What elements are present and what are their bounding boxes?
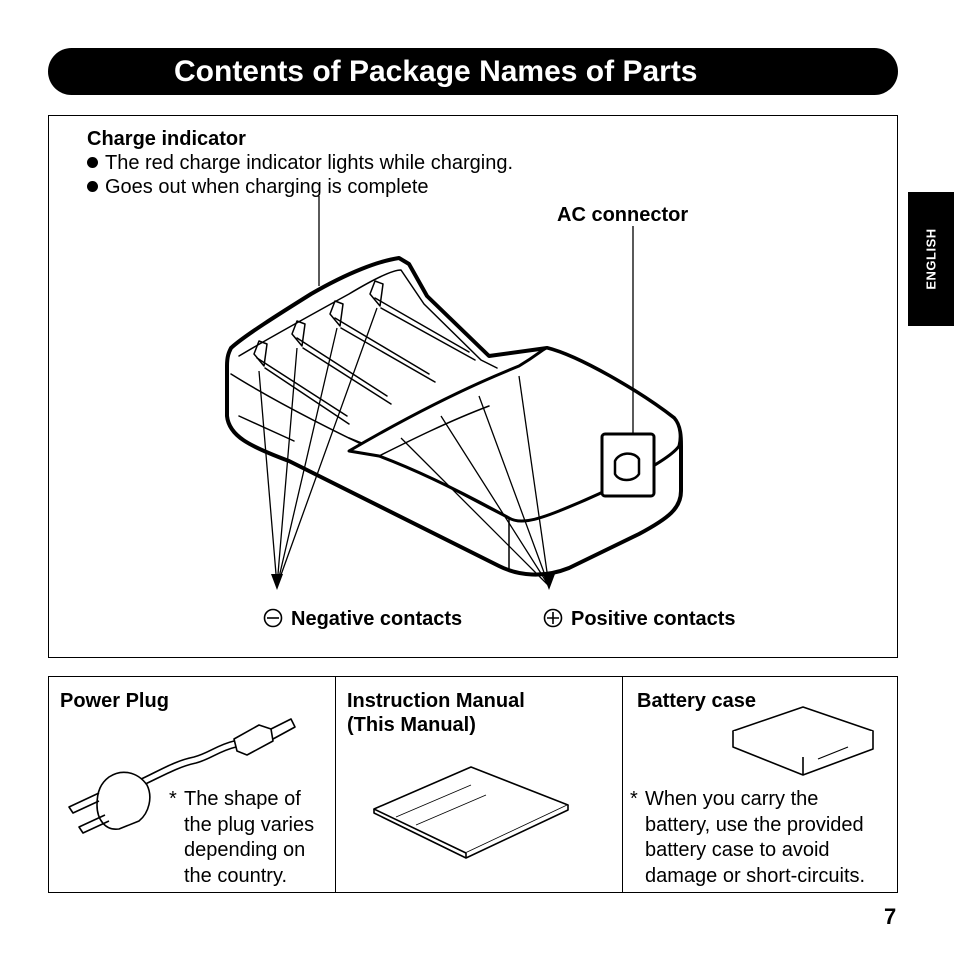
positive-contacts-label: Positive contacts	[543, 608, 736, 631]
charger-diagram-panel: Charge indicator The red charge indicato…	[48, 115, 898, 658]
power-plug-note-line: the plug varies	[184, 813, 315, 836]
charger-illustration	[225, 196, 683, 590]
charge-indicator-bullet-text: The red charge indicator lights while ch…	[105, 152, 513, 174]
language-tab: ENGLISH	[908, 192, 954, 326]
page-number: 7	[884, 904, 897, 929]
negative-terminal-1	[253, 340, 268, 367]
power-plug-note: * The shape of the plug varies depending…	[169, 787, 315, 889]
minus-circle-icon	[263, 608, 283, 628]
bullet-dot	[87, 157, 98, 168]
ac-connector-label: AC connector	[557, 204, 689, 226]
negative-contacts-label: Negative contacts	[263, 608, 462, 631]
negative-terminal-2	[291, 320, 306, 347]
instruction-manual-cell: Instruction Manual (This Manual)	[335, 677, 622, 892]
note-asterisk: *	[630, 788, 638, 810]
battery-case-illustration	[732, 706, 874, 776]
ac-connector-socket	[600, 432, 656, 498]
battery-slot-2	[296, 337, 392, 405]
battery-case-title: Battery case	[637, 690, 756, 712]
charge-indicator-bullet-text: Goes out when charging is complete	[105, 176, 429, 198]
power-plug-note-line: the country.	[184, 864, 288, 887]
manual-booklet-illustration	[373, 766, 569, 859]
charge-indicator-bullet: Goes out when charging is complete	[87, 176, 429, 199]
negative-terminal-4	[369, 280, 384, 307]
battery-slot-3	[334, 317, 436, 383]
power-plug-illustration	[68, 718, 296, 834]
negative-terminal-3	[329, 300, 344, 327]
instruction-manual-title-line: (This Manual)	[347, 714, 476, 736]
bullet-dot	[87, 181, 98, 192]
charger-inner-rim	[238, 269, 498, 369]
battery-slot-4	[374, 297, 476, 361]
power-plug-note-line: depending on	[184, 839, 306, 861]
plug-cable	[136, 740, 235, 782]
power-plug-note-line: The shape of	[184, 788, 301, 810]
power-plug-cell: Power Plug * The shape of the plug varie…	[49, 677, 335, 892]
page-title: Contents of Package Names of Parts	[48, 48, 898, 95]
positive-contacts-text: Positive contacts	[571, 608, 736, 630]
battery-case-cell: Battery case * When you carry the batter…	[622, 677, 897, 892]
battery-case-note: * When you carry the battery, use the pr…	[630, 787, 866, 889]
positive-contacts-leader	[400, 375, 550, 587]
charge-indicator-heading: Charge indicator	[87, 128, 246, 150]
battery-case-note-line: battery, use the provided	[645, 813, 864, 836]
language-tab-label: ENGLISH	[923, 228, 939, 290]
plug-connector-end	[233, 724, 274, 756]
negative-contacts-text: Negative contacts	[291, 608, 463, 630]
plus-circle-icon	[543, 608, 563, 628]
instruction-manual-title: Instruction Manual (This Manual)	[347, 689, 525, 737]
power-plug-title: Power Plug	[60, 690, 169, 712]
plug-head	[96, 771, 151, 830]
battery-case-note-line: When you carry the	[645, 788, 819, 810]
accessories-table: Power Plug * The shape of the plug varie…	[48, 676, 898, 893]
battery-case-note-line: damage or short-circuits.	[645, 864, 866, 887]
instruction-manual-title-line: Instruction Manual	[347, 690, 525, 712]
battery-case-note-line: battery case to avoid	[645, 839, 830, 861]
negative-contacts-leader	[258, 307, 378, 587]
note-asterisk: *	[169, 788, 177, 810]
booklet-cover	[373, 766, 569, 854]
battery-slot-1	[256, 357, 350, 425]
charge-indicator-bullet: The red charge indicator lights while ch…	[87, 152, 513, 175]
